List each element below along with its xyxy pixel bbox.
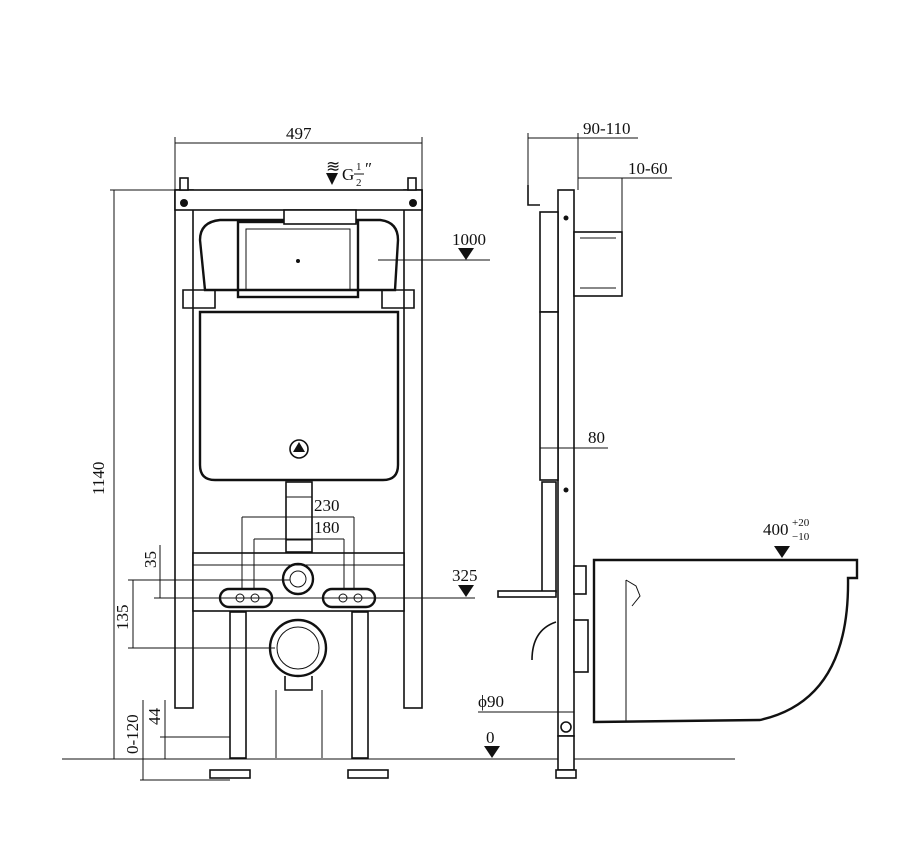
height-dimension: 1140 [89,462,108,495]
hanger-left [179,177,189,191]
side-dimensions: 90-110 10-60 80 ϕ90 0 400 +20 −10 [478,119,810,758]
depth-dimension: 90-110 [583,119,631,138]
pan-tolerance-plus: +20 [792,517,810,529]
inlet-inch-mark: ″ [365,159,372,178]
flush-plate-inner [245,228,351,291]
pan-tolerance-minus: −10 [792,531,810,543]
front-dimensions: 497 1140 ≋ G 1 2 ″ 1000 230 180 35 135 3… [89,124,490,781]
pipe-dimension: 80 [588,428,605,447]
front-view [174,177,423,779]
side-flush-plate [573,231,623,297]
side-view [497,185,623,779]
flush-connector [281,562,315,596]
side-cistern-body [539,311,559,481]
foot-left [209,769,251,779]
side-leg [557,735,575,771]
inlet-fraction-den: 2 [356,177,362,189]
leg-left [229,611,247,759]
leg-right [351,611,369,759]
frame-hole [180,199,188,207]
side-wall-bracket [527,185,540,206]
inlet-size-label: G [342,165,354,184]
side-flush-pipe [541,481,557,593]
cistern-height-dimension: 1000 [452,230,486,249]
foot-adjust-dimension: 0-120 [123,714,142,754]
side-support-arm [497,590,557,598]
inlet-symbol-icon: ≋ [326,157,340,176]
floor-level-dimension: 0 [486,728,495,747]
foot-44-dimension: 44 [145,708,164,726]
frame-right-post [403,189,423,709]
side-frame-post [557,189,575,737]
outlet-pipe [268,618,328,678]
side-foot [555,769,577,779]
cistern-top-housing [198,218,400,292]
pan-height-dimension: 400 [763,520,789,539]
side-frame-bottom-hole [560,721,572,733]
outlet-diameter-dimension: ϕ90 [478,692,504,711]
hanger-right [407,177,417,191]
bracket-left [182,289,216,309]
lower-frame-band [192,552,405,612]
spacing-230-dimension: 230 [314,496,340,515]
inlet-fraction-num: 1 [356,161,362,173]
spacing-180-dimension: 180 [314,518,340,537]
bolt-height-dimension: 325 [452,566,478,585]
width-dimension: 497 [286,124,312,143]
wall-hung-toilet-pan [592,558,859,724]
frame-hole [409,199,417,207]
side-cistern-top [539,211,559,313]
plate-dimension: 10-60 [628,159,668,178]
cistern-tank [198,310,400,482]
frame-top-rail [174,189,423,211]
frame-left-post [174,189,194,709]
inlet-valve-block [283,209,357,225]
side-outlet-bend [531,621,557,661]
foot-right [347,769,389,779]
cistern-logo-mark [293,442,305,452]
center-mark [296,259,300,263]
offset-135-dimension: 135 [113,605,132,631]
offset-35-dimension: 35 [141,551,160,568]
bracket-right [381,289,415,309]
